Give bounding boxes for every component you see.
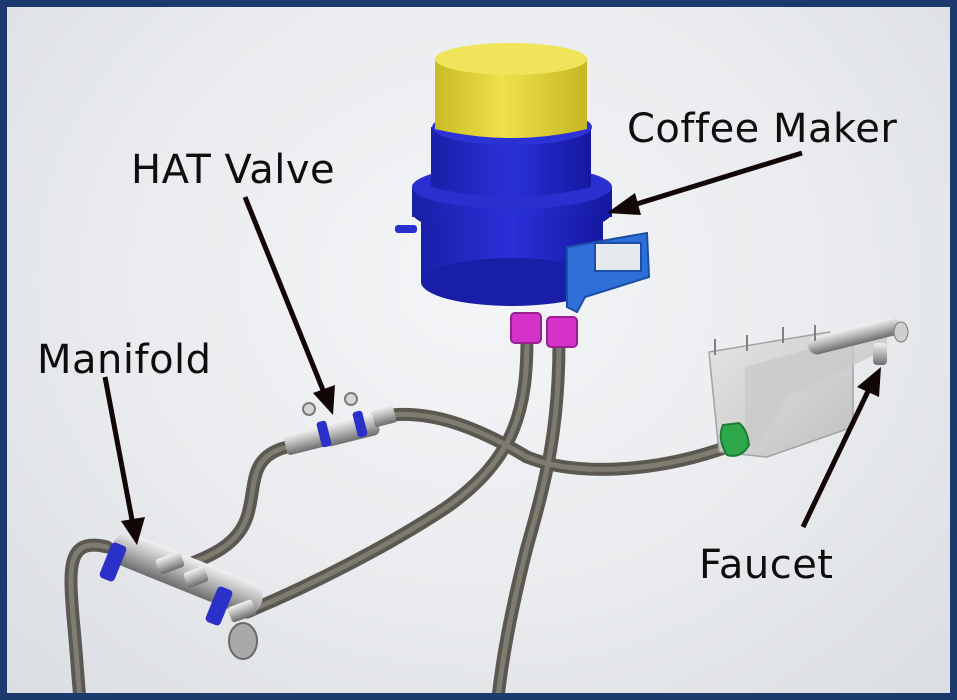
coffee-maker-fittings xyxy=(510,312,578,348)
coffee-maker xyxy=(395,43,651,348)
system-render xyxy=(64,43,909,693)
tube-valve-to-manifold xyxy=(175,440,294,574)
coffee-maker-lid xyxy=(435,59,587,138)
callout-arrows xyxy=(102,150,881,545)
arrow-coffee-maker xyxy=(607,150,803,215)
manifold xyxy=(99,533,263,660)
label-faucet: Faucet xyxy=(699,542,834,588)
coffee-maker-bracket xyxy=(566,231,651,314)
faucet-assembly xyxy=(708,317,909,458)
arrow-faucet xyxy=(800,367,881,529)
label-hat-valve: HAT Valve xyxy=(131,147,336,193)
hat-valve xyxy=(283,392,397,455)
faucet-clip xyxy=(719,421,751,457)
label-manifold: Manifold xyxy=(37,337,212,383)
arrow-hat-valve xyxy=(242,196,335,415)
tubing xyxy=(64,330,734,693)
mount-bolts xyxy=(714,325,816,355)
arrow-manifold xyxy=(102,376,145,545)
label-coffee-maker: Coffee Maker xyxy=(627,106,898,152)
